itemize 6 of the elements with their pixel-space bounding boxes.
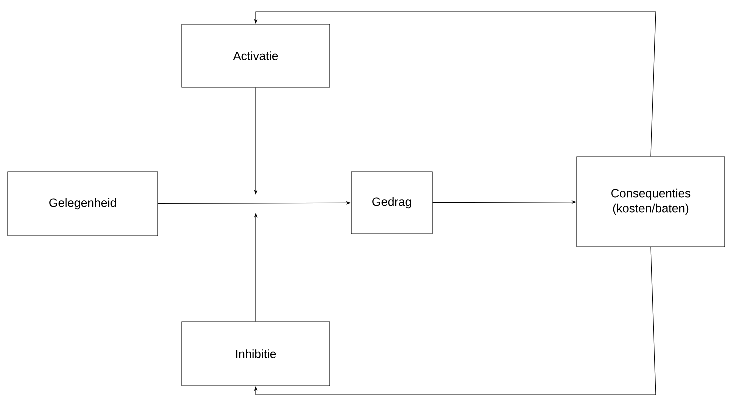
process-box: Gelegenheid	[8, 172, 158, 236]
process-box: Consequenties (kosten/baten)	[576, 156, 726, 248]
process-box: Inhibitie	[182, 322, 330, 386]
arrow	[254, 247, 656, 396]
process-box: Gedrag	[351, 172, 433, 234]
process-box: Activatie	[182, 24, 330, 88]
